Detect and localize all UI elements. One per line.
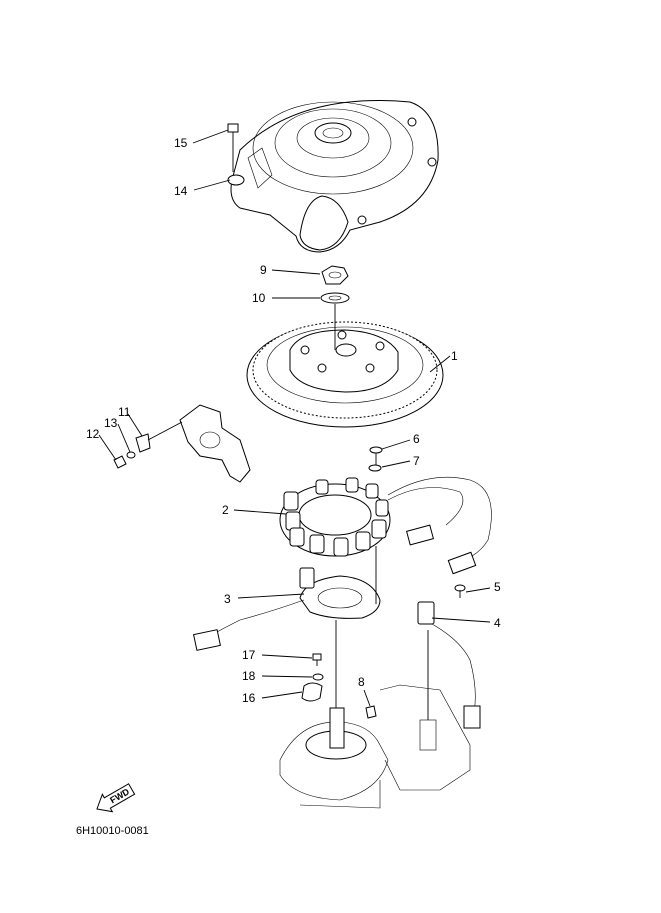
leader-lines	[98, 129, 491, 707]
bracket-bolt-assembly	[113, 404, 251, 483]
screw-6	[369, 446, 383, 465]
bolt-15	[227, 123, 239, 172]
washer-7	[368, 464, 382, 472]
callout-8: 8	[358, 675, 365, 689]
callout-3: 3	[224, 592, 231, 606]
callouts: 15 14 9 10 1 11 13 12 6 7 2 3 5 4 17 18 …	[86, 136, 501, 705]
callout-1: 1	[451, 349, 458, 363]
callout-15: 15	[174, 136, 188, 150]
callout-18: 18	[242, 669, 256, 683]
flywheel-cover	[230, 100, 439, 253]
bolt-17	[312, 653, 322, 666]
callout-5: 5	[494, 580, 501, 594]
fwd-arrow-icon: FWD	[96, 783, 136, 813]
callout-9: 9	[260, 263, 267, 277]
callout-13: 13	[104, 416, 118, 430]
crankcase-base	[279, 620, 471, 809]
callout-16: 16	[242, 691, 256, 705]
callout-6: 6	[413, 432, 420, 446]
callout-11: 11	[118, 405, 131, 419]
grommet-14	[227, 174, 245, 186]
pulser-coil	[193, 546, 381, 651]
washer-10	[320, 292, 350, 304]
washer-18	[312, 673, 324, 681]
screw-5	[454, 584, 466, 598]
callout-4: 4	[494, 616, 501, 630]
diagram-code: 6H10010-0081	[76, 825, 149, 837]
callout-2: 2	[222, 503, 229, 517]
callout-10: 10	[252, 291, 266, 305]
stator-assembly	[279, 476, 492, 575]
callout-17: 17	[242, 648, 256, 662]
nut-9	[321, 265, 349, 285]
callout-14: 14	[174, 184, 188, 198]
callout-7: 7	[413, 454, 420, 468]
callout-12: 12	[86, 427, 100, 441]
woodruff-key-8	[365, 705, 377, 719]
lighting-coil-4	[417, 601, 481, 729]
clamp-16	[301, 682, 323, 702]
flywheel	[246, 304, 444, 428]
